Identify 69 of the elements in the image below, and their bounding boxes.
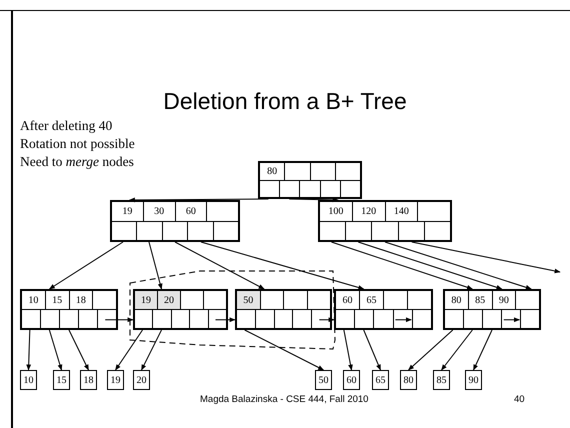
pointer-arrow xyxy=(48,330,62,371)
pointer-arrow xyxy=(384,242,532,290)
pointer-arrow xyxy=(174,242,265,290)
pointer-arrow xyxy=(330,242,473,290)
record-box: 15 xyxy=(53,370,70,390)
key-value: 50 xyxy=(243,294,254,306)
key-value: 18 xyxy=(76,294,86,306)
tree-node xyxy=(318,200,452,242)
key-value: 60 xyxy=(186,206,196,217)
record-box: 80 xyxy=(400,370,417,390)
pointer-arrow xyxy=(148,242,162,290)
pointer-arrow xyxy=(411,242,561,274)
page-number: 40 xyxy=(514,394,525,405)
pointer-arrow xyxy=(48,242,124,290)
key-value: 90 xyxy=(498,294,509,306)
key-value: 19 xyxy=(141,294,151,306)
key-value: 60 xyxy=(342,294,352,306)
tree-node xyxy=(110,200,240,242)
key-value: 15 xyxy=(52,294,62,306)
pointer-arrow xyxy=(68,330,89,371)
pointer-arrow xyxy=(358,242,502,290)
key-value: 80 xyxy=(451,294,462,306)
tree-node xyxy=(258,161,362,199)
key-value: 140 xyxy=(394,206,409,217)
leaf-node xyxy=(235,289,332,330)
pointer-arrow xyxy=(128,198,269,202)
key-value: 100 xyxy=(328,206,344,217)
leaf-node xyxy=(20,289,118,330)
pointer-arrow xyxy=(441,330,473,370)
pointer-arrow xyxy=(394,317,412,322)
key-value: 80 xyxy=(267,166,278,177)
note-text: After deleting 40 xyxy=(20,118,112,134)
record-box: 50 xyxy=(315,370,332,390)
key-value: 30 xyxy=(154,206,164,217)
pointer-arrow xyxy=(141,330,162,371)
record-box: 65 xyxy=(372,370,389,390)
key-value: 10 xyxy=(28,294,38,306)
pointer-arrow xyxy=(115,330,143,370)
footer-text: Magda Balazinska - CSE 444, Fall 2010 xyxy=(200,394,368,405)
pointer-arrow xyxy=(244,330,324,370)
record-box: 85 xyxy=(433,370,450,390)
record-box: 18 xyxy=(80,370,97,390)
key-value: 85 xyxy=(475,294,486,306)
leaf-node xyxy=(334,289,433,330)
note-text: Need to merge nodes xyxy=(20,154,134,170)
pointer-arrow xyxy=(408,330,454,370)
record-box: 10 xyxy=(20,370,37,390)
key-value: 65 xyxy=(366,294,376,306)
pointer-arrow xyxy=(26,330,32,371)
slide-title: Deletion from a B+ Tree xyxy=(162,88,408,115)
record-box: 19 xyxy=(107,370,124,390)
pointer-arrow xyxy=(215,317,236,322)
key-value: 120 xyxy=(361,206,376,217)
key-value: 19 xyxy=(122,206,132,217)
note-text: Rotation not possible xyxy=(20,136,135,152)
record-box: 60 xyxy=(343,370,360,390)
leaf-node xyxy=(133,289,228,330)
record-box: 90 xyxy=(465,370,482,390)
pointer-arrow xyxy=(343,330,353,371)
pointer-arrow xyxy=(318,317,335,322)
pointer-arrow xyxy=(473,330,492,371)
key-value: 20 xyxy=(164,294,174,306)
pointer-arrow xyxy=(104,317,134,322)
leaf-node xyxy=(443,289,541,330)
pointer-arrow xyxy=(200,242,364,290)
pointer-arrow xyxy=(288,198,339,202)
pointer-arrow xyxy=(363,330,381,371)
pointer-arrow xyxy=(503,317,520,322)
record-box: 20 xyxy=(133,370,150,390)
